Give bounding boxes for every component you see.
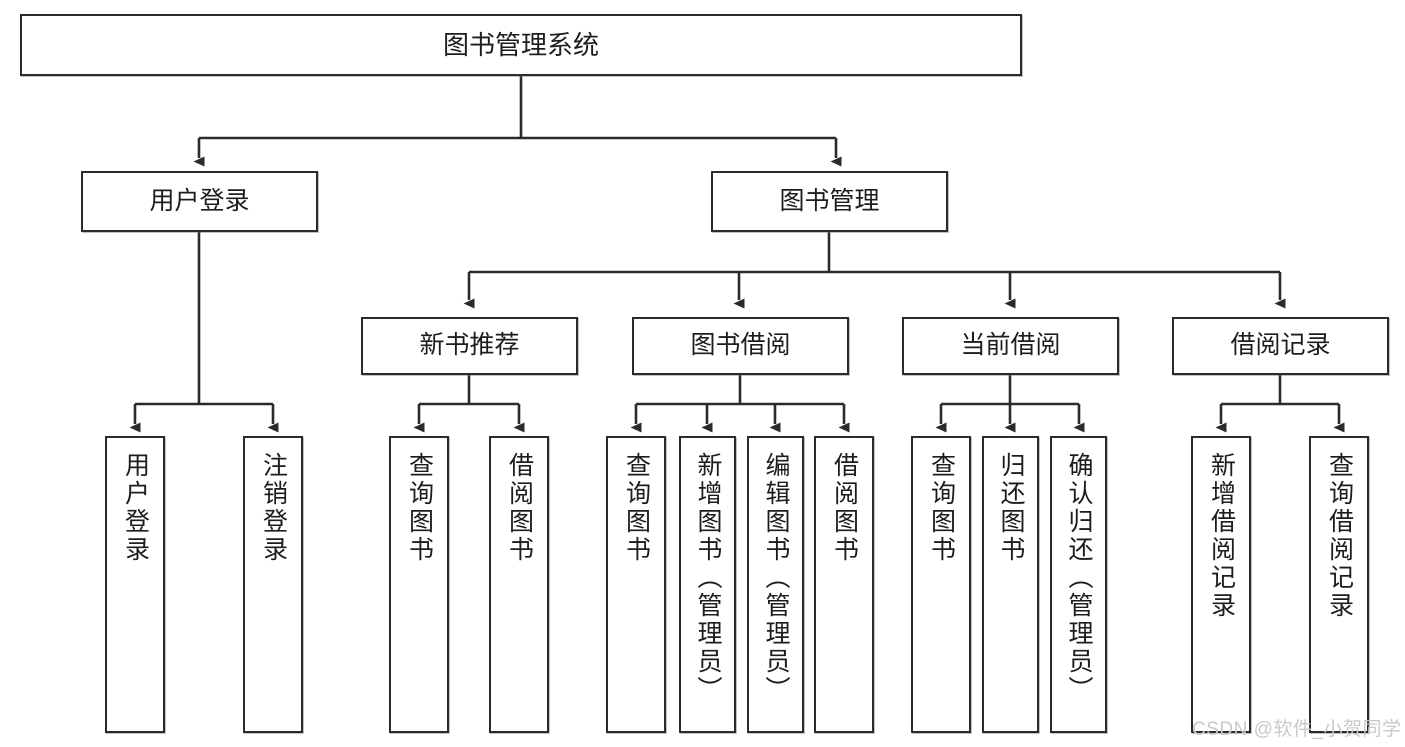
leaf-current-borrow-query-book[interactable]: 查询图书: [911, 436, 971, 733]
leaf-borrow-record-add-record[interactable]: 新增借阅记录: [1191, 436, 1251, 733]
node-label: 图书借阅: [690, 331, 791, 360]
leaf-current-borrow-return-book[interactable]: 归还图书: [982, 436, 1039, 733]
node-label: 查询图书: [405, 452, 434, 564]
node-label: 注销登录: [259, 452, 288, 564]
node-label: 借阅图书: [830, 452, 859, 564]
leaf-user-login-login[interactable]: 用户登录: [105, 436, 165, 733]
node-root-book-management-system[interactable]: 图书管理系统: [20, 14, 1022, 76]
leaf-borrow-record-query-record[interactable]: 查询借阅记录: [1309, 436, 1369, 733]
node-label: 图书管理系统: [442, 29, 599, 60]
leaf-user-login-logout[interactable]: 注销登录: [243, 436, 303, 733]
node-current-borrow[interactable]: 当前借阅: [902, 317, 1119, 375]
node-label: 查询借阅记录: [1325, 452, 1354, 620]
leaf-book-borrow-add-book-admin[interactable]: 新增图书（管理员）: [679, 436, 736, 733]
node-label: 确认归还（管理员）: [1065, 452, 1093, 704]
node-label: 借阅图书: [505, 452, 534, 564]
node-label: 借阅记录: [1230, 331, 1331, 360]
node-book-management[interactable]: 图书管理: [711, 171, 948, 232]
csdn-watermark: CSDN @软件_小贺同学: [1192, 719, 1402, 740]
node-label: 归还图书: [997, 452, 1025, 564]
leaf-book-borrow-edit-book-admin[interactable]: 编辑图书（管理员）: [747, 436, 804, 733]
leaf-new-book-query-book[interactable]: 查询图书: [389, 436, 449, 733]
node-user-login[interactable]: 用户登录: [81, 171, 318, 232]
node-label: 图书管理: [779, 186, 880, 215]
leaf-new-book-borrow-book[interactable]: 借阅图书: [489, 436, 549, 733]
node-borrow-record[interactable]: 借阅记录: [1172, 317, 1389, 375]
node-label: 用户登录: [149, 186, 250, 215]
node-label: 新增借阅记录: [1207, 452, 1236, 620]
node-label: 新增图书（管理员）: [694, 452, 722, 704]
node-label: 用户登录: [121, 452, 150, 564]
leaf-book-borrow-borrow-book[interactable]: 借阅图书: [814, 436, 874, 733]
node-label: 新书推荐: [419, 331, 520, 360]
leaf-book-borrow-query-book[interactable]: 查询图书: [606, 436, 666, 733]
leaf-current-borrow-confirm-return-admin[interactable]: 确认归还（管理员）: [1050, 436, 1107, 733]
node-label: 查询图书: [622, 452, 651, 564]
node-label: 编辑图书（管理员）: [762, 452, 790, 704]
node-new-book-recommend[interactable]: 新书推荐: [361, 317, 578, 375]
node-label: 当前借阅: [960, 331, 1061, 360]
node-book-borrow[interactable]: 图书借阅: [632, 317, 849, 375]
node-label: 查询图书: [927, 452, 956, 564]
